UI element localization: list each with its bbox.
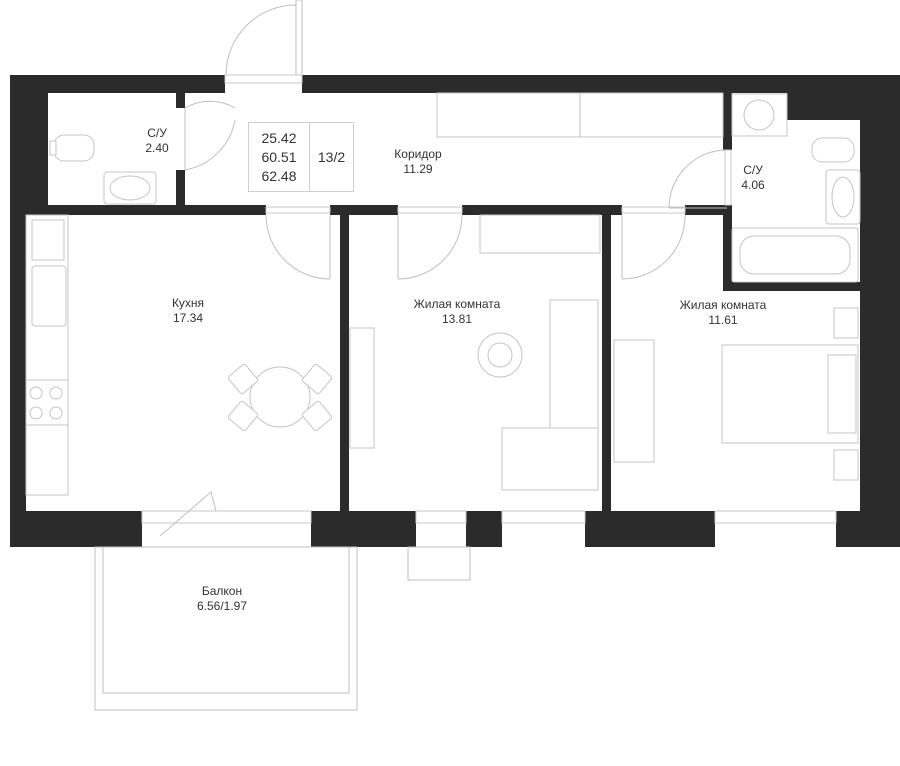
- bath2-fixtures: [731, 93, 861, 283]
- living2-furniture: [613, 307, 859, 481]
- interior-doors: [184, 100, 732, 280]
- entrance-door: [224, 0, 303, 84]
- total-area: 60.51: [261, 148, 297, 165]
- bath1-fixtures: [49, 134, 157, 205]
- area-values: 25.42 60.51 62.48: [249, 123, 310, 191]
- area-summary: 25.42 60.51 62.48 13/2: [248, 122, 354, 192]
- windows: [141, 491, 837, 537]
- living1-furniture: [349, 214, 601, 491]
- floor-number: 13/2: [317, 149, 346, 165]
- corridor-wardrobe: [436, 92, 724, 138]
- balcony-outline: [94, 546, 471, 711]
- total-area-with-balcony: 62.48: [261, 167, 297, 184]
- living-area: 25.42: [261, 129, 297, 146]
- walls: [10, 75, 900, 547]
- kitchen-furniture: [25, 214, 333, 496]
